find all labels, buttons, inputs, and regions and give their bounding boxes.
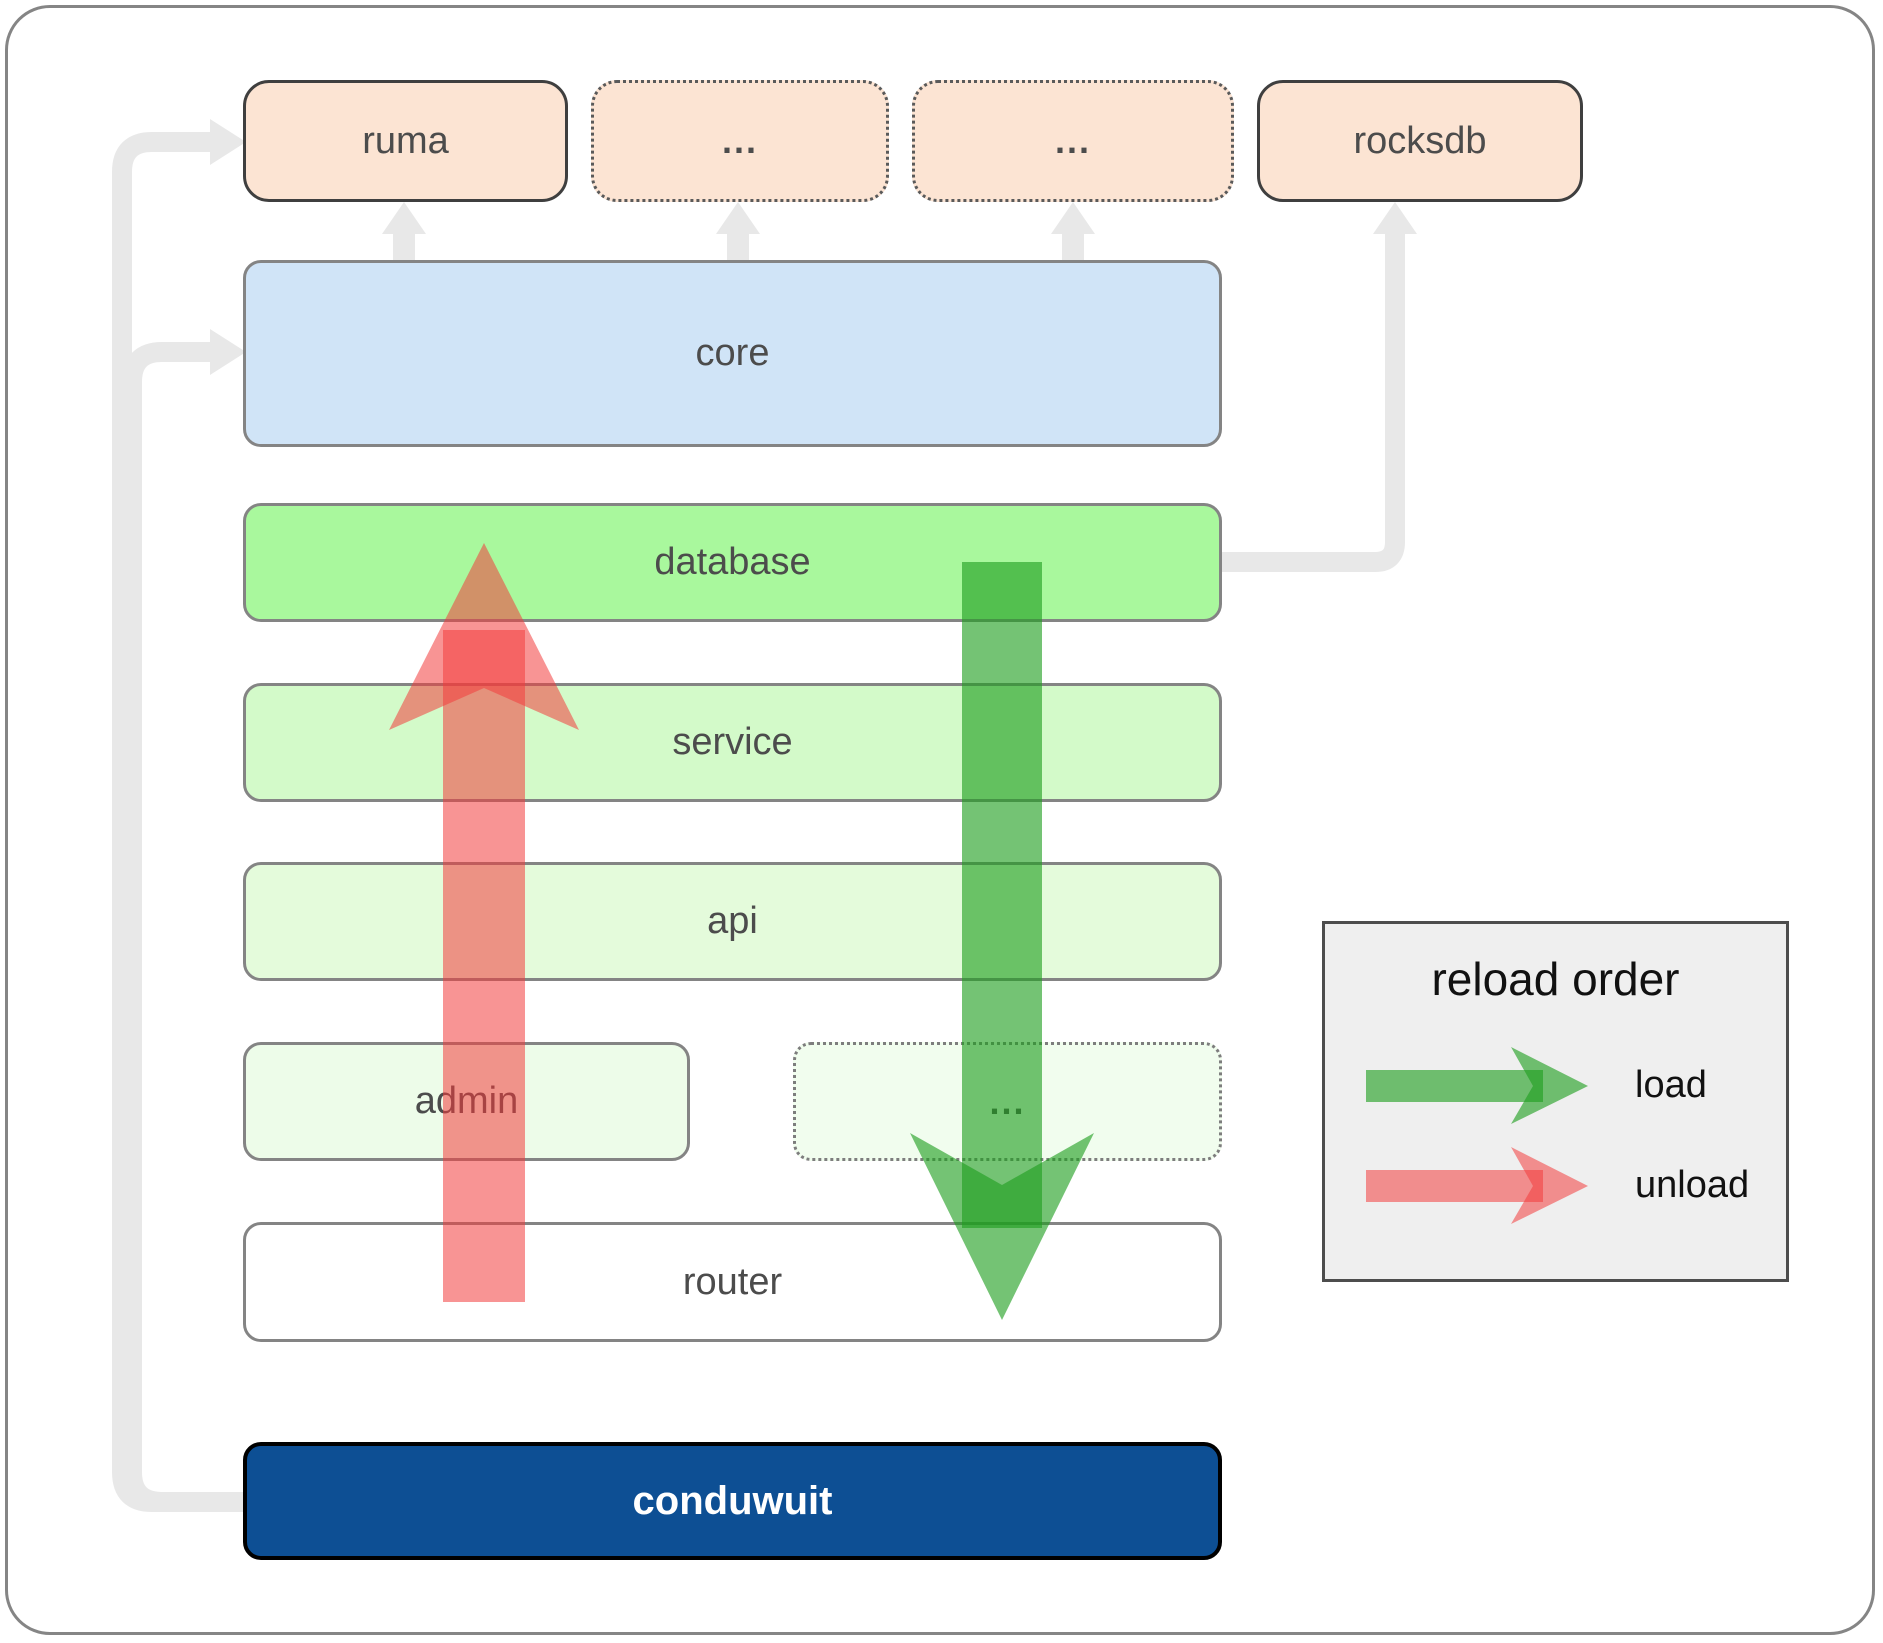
module-admin: admin — [243, 1042, 690, 1161]
module-crates-more-a: ... — [591, 80, 889, 202]
legend-arrows — [1366, 1047, 1588, 1224]
legend-load-label: load — [1635, 1064, 1707, 1106]
module-ruma-label: ruma — [362, 119, 449, 162]
module-service-label: service — [672, 721, 793, 763]
module-database-label: database — [654, 541, 811, 583]
module-services-more-label: ... — [989, 1080, 1026, 1122]
module-service: service — [243, 683, 1222, 802]
legend-unload-arrow-body — [1366, 1170, 1543, 1202]
legend: reload order load unload — [1322, 921, 1789, 1282]
legend-load-arrow-body — [1366, 1070, 1543, 1102]
module-conduwuit-label: conduwuit — [632, 1478, 833, 1523]
module-api: api — [243, 862, 1222, 981]
legend-unload-label: unload — [1635, 1164, 1750, 1206]
module-rocksdb-label: rocksdb — [1353, 119, 1487, 162]
module-crates-more-b-label: ... — [1054, 120, 1091, 161]
legend-unload-arrowhead-icon — [1511, 1147, 1588, 1224]
module-core: core — [243, 260, 1222, 447]
module-conduwuit: conduwuit — [243, 1442, 1222, 1560]
module-router: router — [243, 1222, 1222, 1342]
module-services-more: ... — [793, 1042, 1222, 1161]
module-rocksdb: rocksdb — [1257, 80, 1583, 202]
legend-title: reload order — [1431, 953, 1680, 1005]
module-database: database — [243, 503, 1222, 622]
legend-load-arrowhead-icon — [1511, 1047, 1588, 1124]
module-crates-more-b: ... — [912, 80, 1234, 202]
module-crates-more-a-label: ... — [721, 120, 758, 161]
diagram-outer-border — [5, 5, 1875, 1635]
module-ruma: ruma — [243, 80, 568, 202]
module-core-label: core — [695, 332, 770, 374]
module-api-label: api — [707, 900, 758, 942]
module-admin-label: admin — [414, 1080, 519, 1122]
module-router-label: router — [682, 1260, 783, 1303]
